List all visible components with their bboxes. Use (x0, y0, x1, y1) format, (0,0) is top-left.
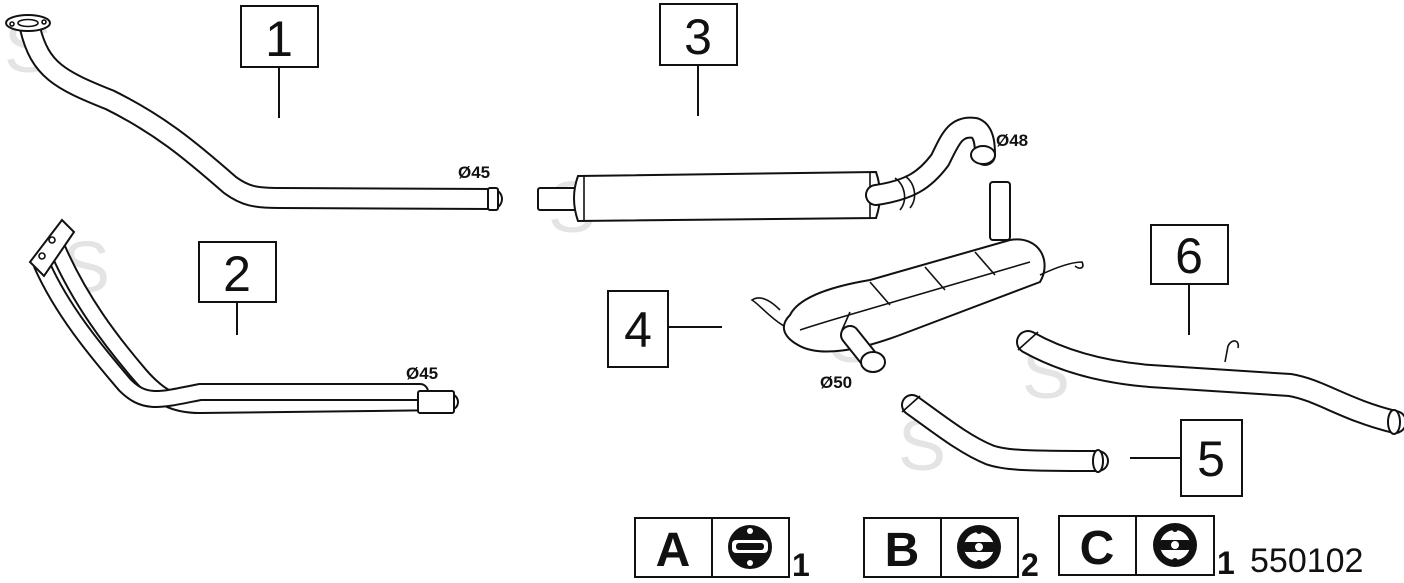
part-number-5: 5 (1197, 431, 1225, 487)
legend-item-c: C 1 (1058, 515, 1235, 581)
rubber-hanger-a-icon (728, 525, 772, 569)
callout-3: 3 (659, 3, 738, 116)
legend-qty-a: 1 (792, 547, 810, 583)
rubber-hanger-b-icon (957, 525, 1001, 569)
legend-qty-c: 1 (1217, 545, 1235, 581)
legend-letter-c: C (1080, 522, 1115, 575)
callout-4: 4 (607, 290, 722, 368)
part-number-2: 2 (223, 246, 251, 302)
part-6-rear-pipe (1016, 330, 1404, 435)
part-3-diameter-label: Ø48 (996, 131, 1028, 150)
part-number-1: 1 (265, 11, 293, 67)
legend-item-a: A 1 (634, 517, 810, 583)
callout-1: 1 (240, 5, 319, 118)
part-number-3: 3 (684, 9, 712, 65)
part-5-tail-pipe (901, 394, 1109, 473)
callout-6: 6 (1150, 224, 1229, 335)
part-3-middle-silencer (537, 116, 996, 223)
rubber-hanger-c-icon (1153, 523, 1197, 567)
part-4-diameter-label: Ø50 (820, 373, 852, 392)
part-number-6: 6 (1175, 228, 1203, 284)
callout-5: 5 (1130, 419, 1243, 497)
part-1-diameter-label: Ø45 (458, 163, 490, 182)
legend-letter-b: B (885, 524, 920, 577)
legend-item-b: B 2 (863, 517, 1039, 583)
part-2-downpipe (28, 218, 459, 414)
part-4-rear-silencer (750, 181, 1084, 373)
part-1-front-pipe (5, 14, 503, 211)
part-number-4: 4 (624, 302, 652, 358)
legend-qty-b: 2 (1021, 547, 1039, 583)
reference-number: 550102 (1250, 542, 1363, 580)
part-2-diameter-label: Ø45 (406, 364, 438, 383)
legend-letter-a: A (656, 524, 691, 577)
callout-2: 2 (198, 241, 277, 335)
